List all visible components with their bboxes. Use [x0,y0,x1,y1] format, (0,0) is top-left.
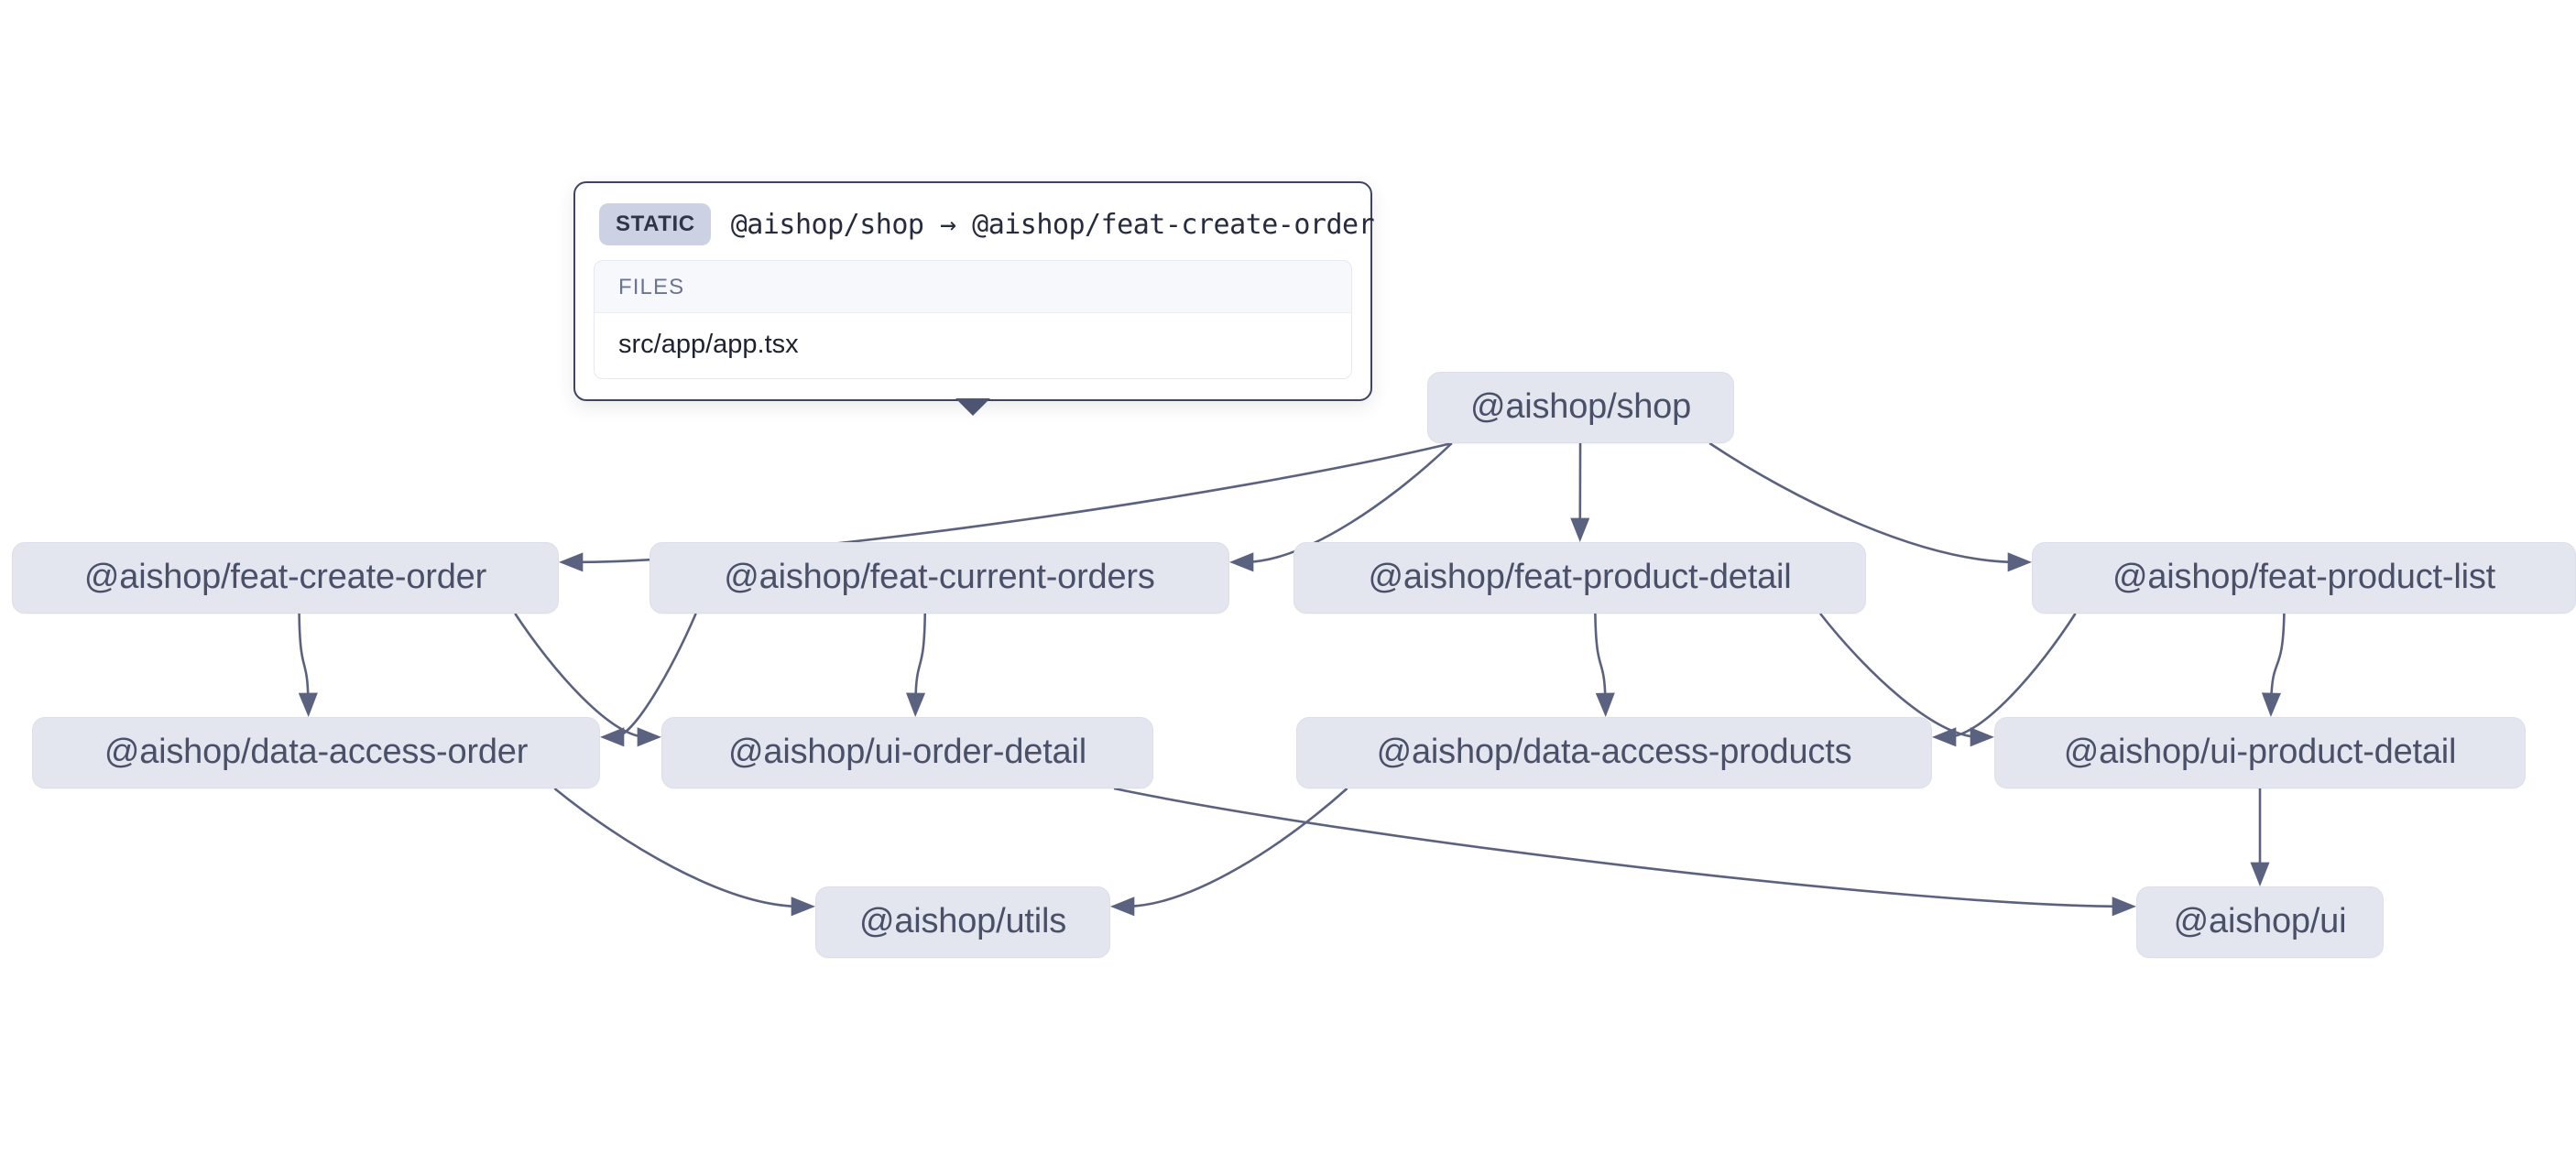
graph-node-feat-create-order[interactable]: @aishop/feat-create-order [12,542,559,614]
graph-node-data-access-order[interactable]: @aishop/data-access-order [32,717,600,788]
graph-node-label: @aishop/ui-product-detail [2063,732,2457,771]
graph-edge-arrow-icon [1570,517,1590,542]
graph-edge-arrow-icon [2112,897,2136,917]
graph-edge-arrow-icon [1595,692,1615,717]
graph-edge-data-access-order-to-utils[interactable] [553,787,801,908]
edge-title: @aishop/shop → @aishop/feat-create-order [730,208,1375,241]
graph-node-label: @aishop/utils [858,901,1067,940]
files-section-header: FILES [595,261,1351,313]
graph-node-utils[interactable]: @aishop/utils [815,886,1110,958]
graph-edge-data-access-products-to-utils[interactable] [1125,788,1348,908]
graph-node-label: @aishop/feat-product-list [2112,557,2495,596]
graph-node-feat-product-list[interactable]: @aishop/feat-product-list [2032,542,2576,614]
graph-edge-feat-current-orders-to-ui-order-detail[interactable] [914,613,927,702]
graph-edge-feat-product-list-to-ui-product-detail[interactable] [2269,613,2286,702]
graph-edge-arrow-icon [1970,727,1994,747]
graph-edge-arrow-icon [1110,897,1135,917]
graph-node-ui-order-detail[interactable]: @aishop/ui-order-detail [661,717,1153,788]
graph-edge-feat-create-order-to-data-access-order[interactable] [298,613,310,702]
graph-node-label: @aishop/ui-order-detail [728,732,1086,771]
graph-node-label: @aishop/ui [2173,901,2347,940]
graph-node-label: @aishop/feat-create-order [83,557,487,596]
static-badge: STATIC [599,203,711,245]
graph-edge-arrow-icon [298,692,318,717]
graph-edge-arrow-icon [559,552,584,572]
graph-edge-arrow-icon [2250,862,2270,886]
graph-node-feat-current-orders[interactable]: @aishop/feat-current-orders [649,542,1229,614]
graph-edge-arrow-icon [2007,552,2032,572]
graph-edge-feat-product-detail-to-data-access-products[interactable] [1594,613,1607,702]
graph-edge-arrow-icon [2261,692,2281,717]
graph-node-feat-product-detail[interactable]: @aishop/feat-product-detail [1293,542,1866,614]
card-pointer-triangle-icon [955,398,990,416]
graph-edge-arrow-icon [1229,552,1254,572]
graph-edge-ui-order-detail-to-ui[interactable] [1113,787,2122,908]
graph-node-label: @aishop/feat-current-orders [724,557,1155,596]
edge-detail-card[interactable]: STATIC @aishop/shop → @aishop/feat-creat… [573,181,1375,416]
graph-node-ui-product-detail[interactable]: @aishop/ui-product-detail [1994,717,2526,788]
graph-node-label: @aishop/shop [1469,386,1692,426]
graph-node-label: @aishop/data-access-products [1376,732,1852,771]
files-list[interactable]: src/app/app.tsx [595,313,1351,378]
files-box: FILES src/app/app.tsx [594,260,1352,379]
graph-edge-arrow-icon [791,897,815,917]
graph-node-label: @aishop/feat-product-detail [1368,557,1792,596]
graph-edge-arrow-icon [600,727,625,747]
graph-edge-arrow-icon [637,727,661,747]
graph-node-shop[interactable]: @aishop/shop [1427,372,1734,443]
file-row[interactable]: src/app/app.tsx [595,313,1351,378]
graph-edge-arrow-icon [1932,727,1957,747]
graph-node-label: @aishop/data-access-order [104,732,529,771]
detail-card-header: STATIC @aishop/shop → @aishop/feat-creat… [575,183,1375,260]
graph-node-ui[interactable]: @aishop/ui [2136,886,2384,958]
graph-node-data-access-products[interactable]: @aishop/data-access-products [1296,717,1932,788]
graph-edge-arrow-icon [906,692,926,717]
